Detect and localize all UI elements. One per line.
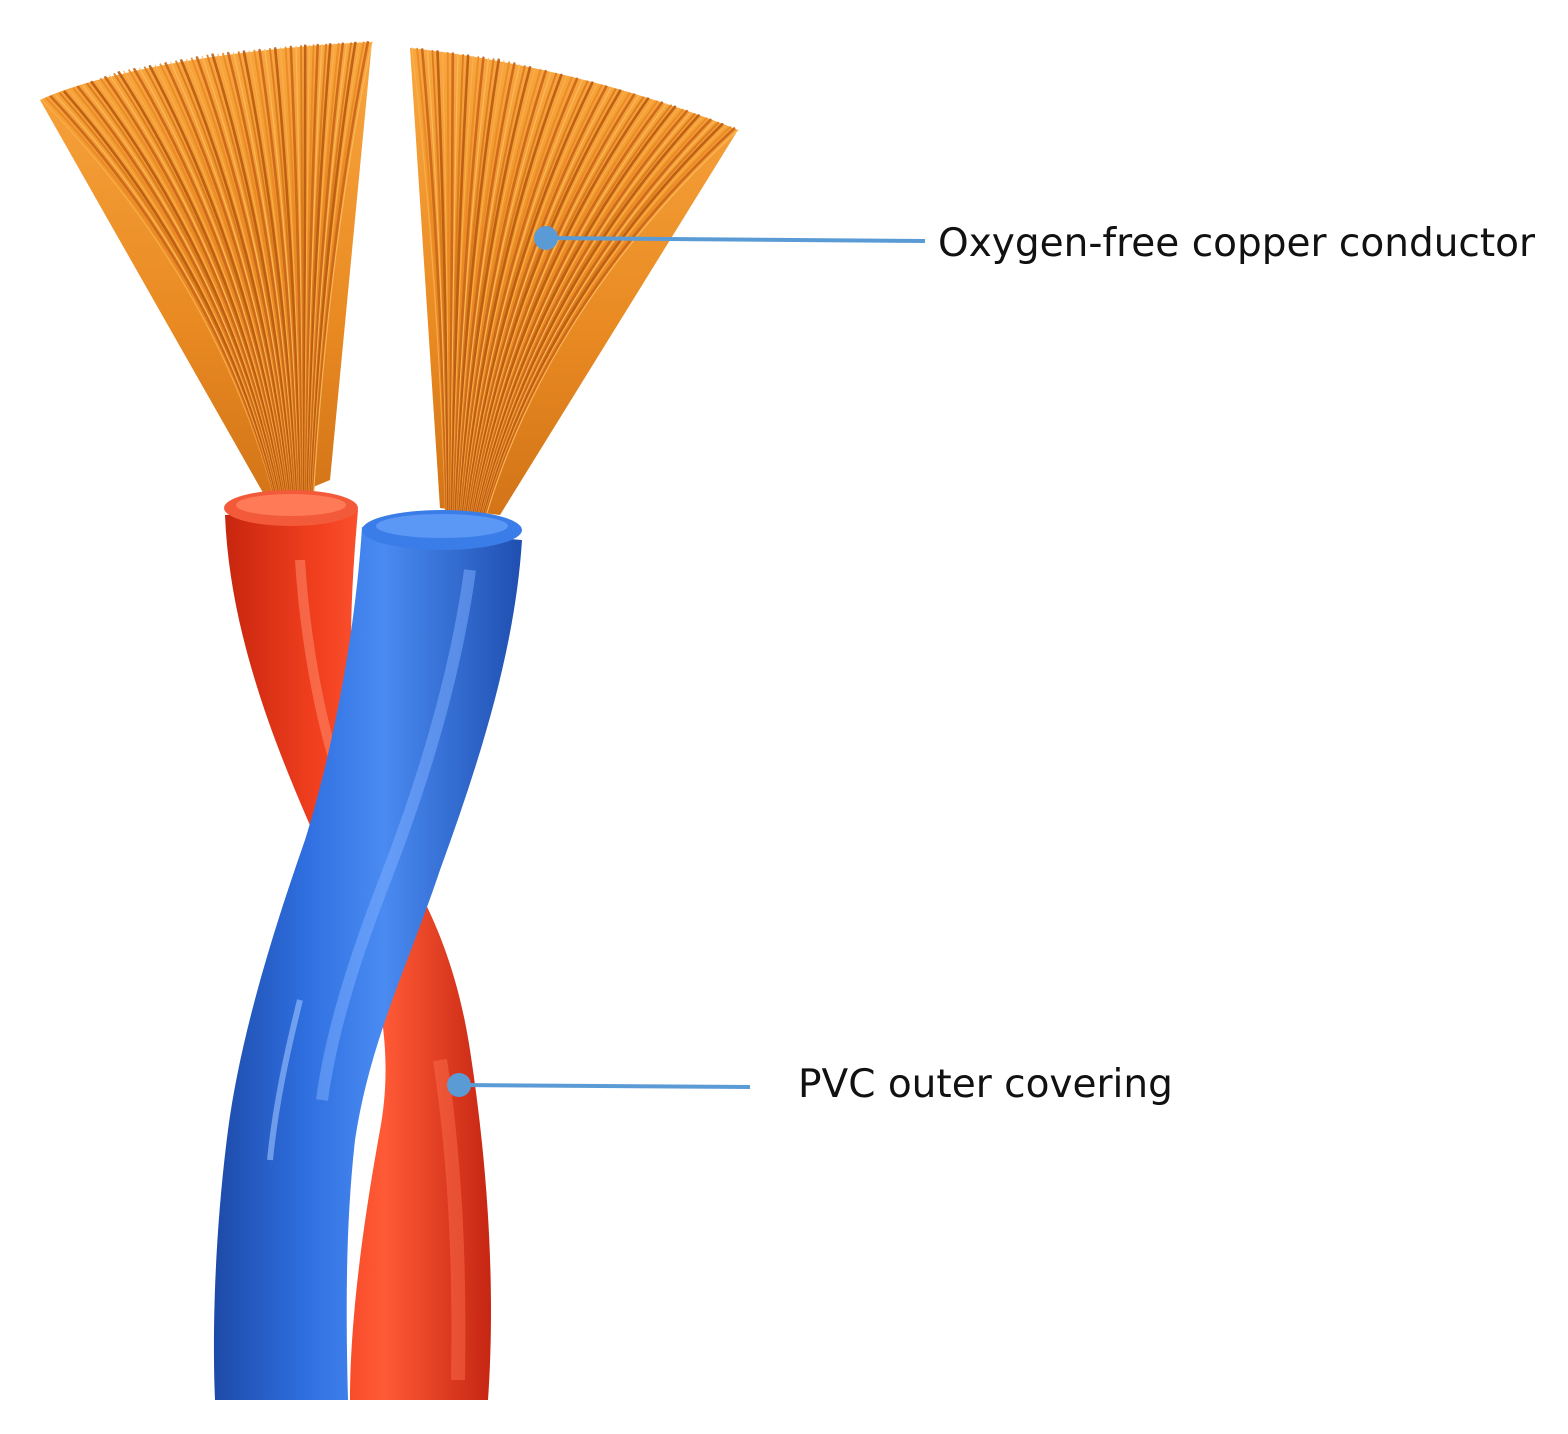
copper-strand: [76, 85, 281, 502]
copper-strand: [63, 90, 279, 502]
jacket-callout-dot: [447, 1073, 471, 1097]
copper-strand: [211, 53, 296, 502]
copper-strand: [289, 45, 304, 502]
copper-strand: [457, 66, 532, 517]
copper-strand: [454, 58, 501, 517]
copper-strand: [164, 62, 291, 502]
copper-strand: [117, 71, 286, 502]
conductor-label: Oxygen-free copper conductor: [938, 221, 1536, 266]
jacket-label: PVC outer covering: [798, 1062, 1173, 1107]
copper-strand: [477, 109, 689, 517]
copper-strand: [242, 50, 299, 502]
copper-strand: [312, 41, 373, 501]
copper-strands-right: [410, 47, 739, 517]
copper-strand: [460, 71, 552, 516]
copper-strand: [475, 105, 677, 517]
copper-strand: [450, 54, 470, 517]
copper-strand: [457, 64, 521, 516]
copper-strand: [452, 56, 485, 517]
copper-strand: [302, 44, 307, 502]
copper-strand: [436, 50, 450, 517]
copper-strand: [468, 89, 622, 517]
copper-strand: [90, 80, 283, 502]
copper-strand: [466, 85, 608, 517]
copper-strand: [455, 60, 505, 516]
copper-strand: [148, 65, 289, 502]
copper-strand: [480, 118, 712, 517]
copper-strand: [470, 93, 636, 517]
copper-strand: [226, 51, 298, 502]
copper-strand: [459, 68, 536, 516]
copper-strand: [473, 101, 664, 517]
copper-strand: [195, 56, 294, 502]
copper-strand: [306, 43, 332, 502]
red-insulated-core: [224, 490, 491, 1400]
copper-strand: [462, 75, 568, 516]
copper-strand: [311, 40, 370, 502]
conductor-callout: Oxygen-free copper conductor: [534, 221, 1536, 266]
copper-strand: [484, 127, 736, 517]
copper-strand: [304, 43, 320, 502]
copper-strand: [104, 75, 284, 502]
copper-strands-left: [40, 40, 373, 505]
copper-strand: [485, 129, 739, 516]
copper-strand: [464, 79, 583, 516]
copper-strand: [472, 97, 650, 517]
copper-strand: [420, 48, 449, 517]
copper-strand: [461, 73, 563, 517]
copper-strand: [459, 69, 547, 517]
copper-strand: [463, 77, 579, 517]
jacket-callout: PVC outer covering: [447, 1062, 1173, 1107]
conductor-callout-dot: [534, 226, 558, 250]
copper-strand: [180, 59, 293, 502]
copper-strand: [308, 42, 345, 502]
copper-strand: [464, 81, 594, 517]
copper-strand: [49, 95, 278, 502]
copper-strand: [273, 47, 303, 502]
copper-strand: [479, 114, 700, 517]
copper-strand: [449, 52, 455, 517]
copper-strand: [258, 48, 301, 502]
copper-strand: [482, 122, 724, 517]
blue-insulated-core: [213, 510, 522, 1400]
copper-strand: [133, 67, 288, 502]
copper-strand: [309, 41, 357, 502]
copper-strand: [456, 62, 516, 517]
